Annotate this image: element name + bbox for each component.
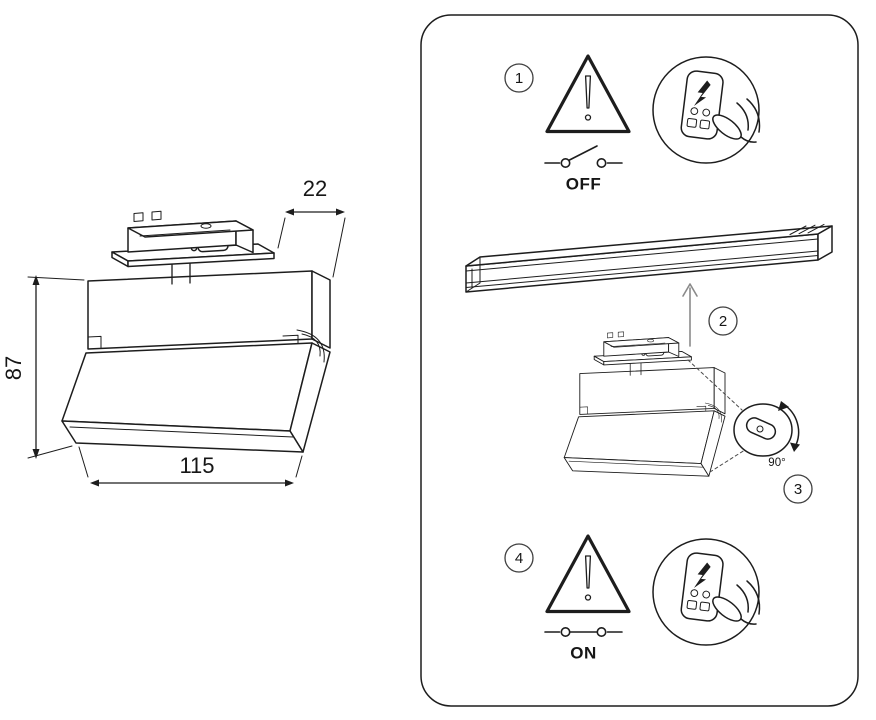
- exclamation-bar: [584, 555, 592, 589]
- technical-drawing: 22 87 115: [1, 176, 346, 487]
- breaker-detail-circle: [652, 56, 761, 164]
- arrowhead-right: [336, 208, 345, 216]
- lightning-bolt-icon: [693, 80, 711, 107]
- step-1: 1 OFF: [504, 54, 761, 194]
- step-2-number: 2: [719, 313, 727, 330]
- step-3-number-badge: [783, 474, 813, 504]
- arrowhead-left: [285, 208, 294, 216]
- rotation-arrowhead-bottom: [790, 442, 800, 452]
- breaker-device: [680, 70, 724, 140]
- step-3: 90° 3: [563, 331, 813, 504]
- breaker-detail-circle-on: [652, 538, 761, 646]
- track-rail: [465, 223, 833, 293]
- plate-side-edge: [127, 252, 275, 268]
- rail-hatching: [789, 223, 825, 235]
- dimension-width-top: 22: [277, 176, 346, 278]
- head-lens-face: [61, 420, 304, 453]
- breaker-body: [680, 70, 724, 140]
- step-2-number-badge: [708, 306, 738, 336]
- hinge-notch-right: [282, 334, 299, 347]
- leader-dashed-lines: [687, 359, 749, 473]
- dimension-width-bottom: 115: [78, 446, 303, 487]
- step-4: 4 ON: [504, 534, 761, 663]
- adapter-top-face: [127, 220, 254, 238]
- step-3-number: 3: [794, 481, 802, 498]
- dimension-label-87: 87: [1, 356, 26, 380]
- switch-contact-left: [560, 626, 571, 637]
- adapter-knob: [200, 223, 212, 229]
- track-light-fixture: [61, 210, 331, 453]
- breaker-switch-right: [699, 119, 711, 130]
- step-4-number-badge: [504, 543, 534, 573]
- rotation-angle-label: 90°: [768, 457, 785, 469]
- step-1-number-badge: [504, 63, 534, 93]
- step-4-label: ON: [570, 644, 597, 663]
- up-arrow-icon: [682, 283, 698, 297]
- rotation-arrowhead-top: [778, 401, 789, 411]
- adapter-groove: [139, 229, 231, 237]
- head-front-face: [61, 342, 313, 432]
- adapter-contact-clips: [133, 210, 162, 222]
- switch-lever-open: [568, 145, 598, 161]
- breaker-button-left: [690, 107, 699, 116]
- dimension-label-22: 22: [303, 176, 327, 201]
- switch-contact-left: [560, 158, 571, 169]
- arrowhead-top: [32, 275, 40, 285]
- step-1-number: 1: [515, 70, 523, 87]
- pivot-knob-lever: [745, 417, 777, 440]
- extension-lines: [78, 446, 303, 478]
- step-2: 2: [465, 223, 833, 347]
- switch-closed-icon: [544, 626, 623, 637]
- dimension-height: 87: [1, 275, 85, 459]
- mount-stems: [171, 260, 191, 285]
- breaker-switch-left: [686, 118, 698, 128]
- switch-contact-right: [596, 158, 607, 169]
- arrowhead-bottom: [32, 449, 40, 459]
- head-lens-inner-line: [69, 426, 294, 438]
- exclamation-dot: [584, 594, 592, 601]
- switch-contact-right: [596, 626, 607, 637]
- step-1-label: OFF: [566, 175, 602, 194]
- step-4-number: 4: [515, 550, 523, 567]
- pivot-knob-axis: [756, 425, 764, 433]
- exclamation-dot: [584, 114, 592, 121]
- breaker-button-right: [702, 108, 711, 117]
- rail-slot-lines: [465, 238, 819, 288]
- pivot-knob-detail: 90°: [733, 401, 800, 469]
- switch-open-icon: [544, 145, 623, 169]
- arrowhead-right: [285, 479, 294, 487]
- track-light-fixture-small: [563, 331, 726, 477]
- exclamation-bar: [584, 75, 592, 109]
- body-frame-side: [311, 270, 331, 349]
- instruction-panel: 1 OFF: [420, 14, 859, 707]
- extension-lines: [277, 217, 346, 278]
- pressing-finger-icon: [712, 98, 761, 143]
- body-frame-front: [87, 270, 313, 350]
- dimension-label-115: 115: [179, 453, 214, 478]
- hinge-notch-left: [87, 335, 102, 349]
- pivot-bracket: [296, 329, 325, 363]
- panel-border: [420, 14, 859, 707]
- arrowhead-left: [90, 479, 99, 487]
- rail-left-profile: [465, 256, 481, 293]
- finger: [712, 114, 742, 140]
- hand-lines: [736, 98, 761, 143]
